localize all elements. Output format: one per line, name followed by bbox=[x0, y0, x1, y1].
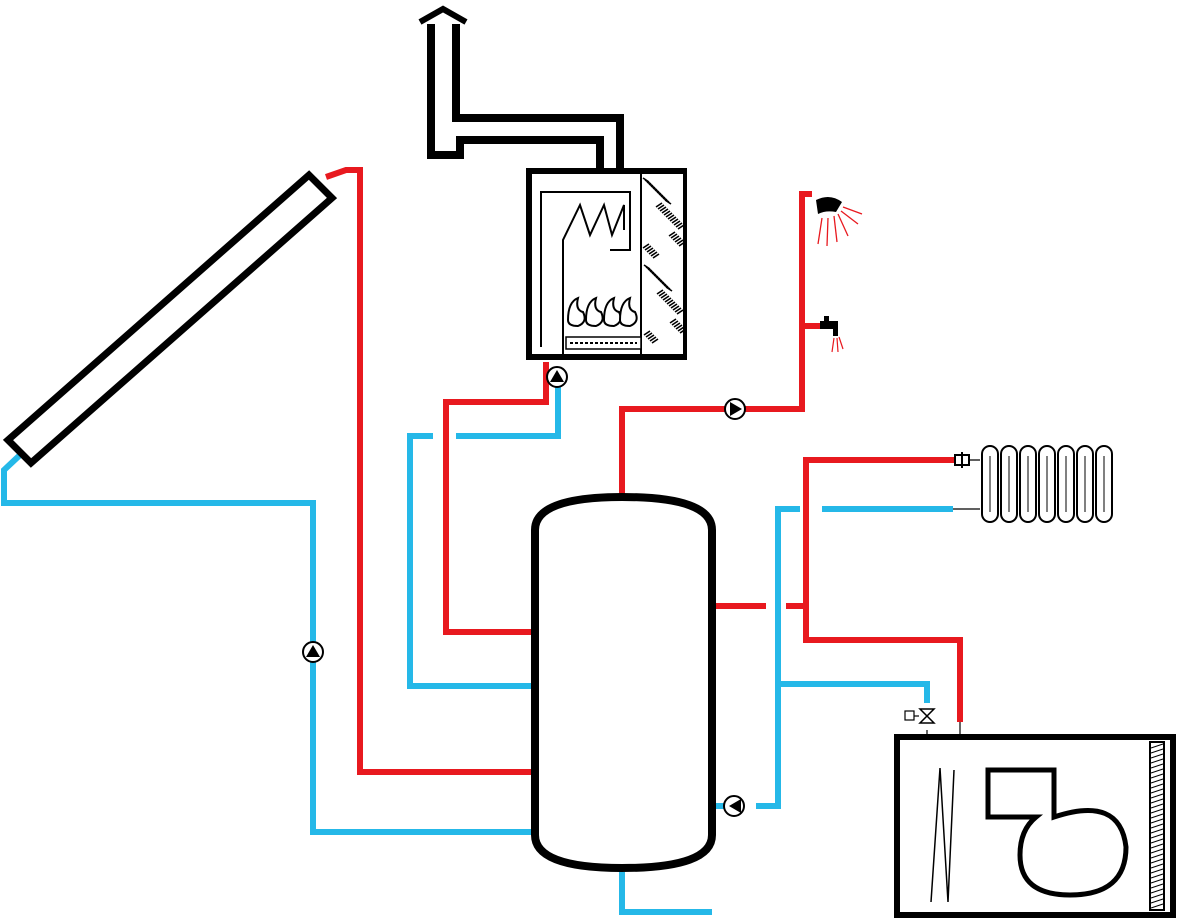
pump-icon-heating bbox=[723, 795, 745, 817]
ahu-flow-pipe bbox=[803, 606, 963, 722]
chimney-icon bbox=[418, 5, 624, 170]
heating-flow-pipe bbox=[786, 457, 958, 609]
fan-unit-icon bbox=[894, 734, 1176, 918]
pump-icon-solar bbox=[302, 641, 324, 663]
radiator-icon bbox=[954, 445, 1113, 523]
tank-icon bbox=[531, 492, 716, 873]
ahu-return-pipe bbox=[778, 681, 930, 703]
insulation-hatch bbox=[642, 177, 683, 344]
cold-inlet-pipe bbox=[619, 872, 712, 915]
solar-flow-pipe bbox=[325, 167, 532, 775]
boiler-icon bbox=[526, 168, 687, 360]
heating-return-pipe bbox=[756, 506, 800, 809]
solar-return-pipe bbox=[1, 452, 532, 835]
shower-icon bbox=[816, 196, 863, 247]
pipe-network bbox=[1, 167, 963, 915]
solar-panel-icon bbox=[2, 170, 338, 468]
flame-icons bbox=[566, 296, 638, 328]
pump-icon-boiler bbox=[546, 366, 568, 388]
pump-icon-dhw bbox=[724, 398, 746, 420]
dhw-supply-pipe bbox=[619, 191, 812, 494]
faucet-icon bbox=[820, 316, 844, 353]
boiler-flow-pipe bbox=[443, 362, 549, 635]
boiler-return-pipe bbox=[456, 384, 561, 439]
boiler-return-pipe-lower bbox=[407, 433, 532, 689]
valve-icon bbox=[904, 708, 936, 724]
